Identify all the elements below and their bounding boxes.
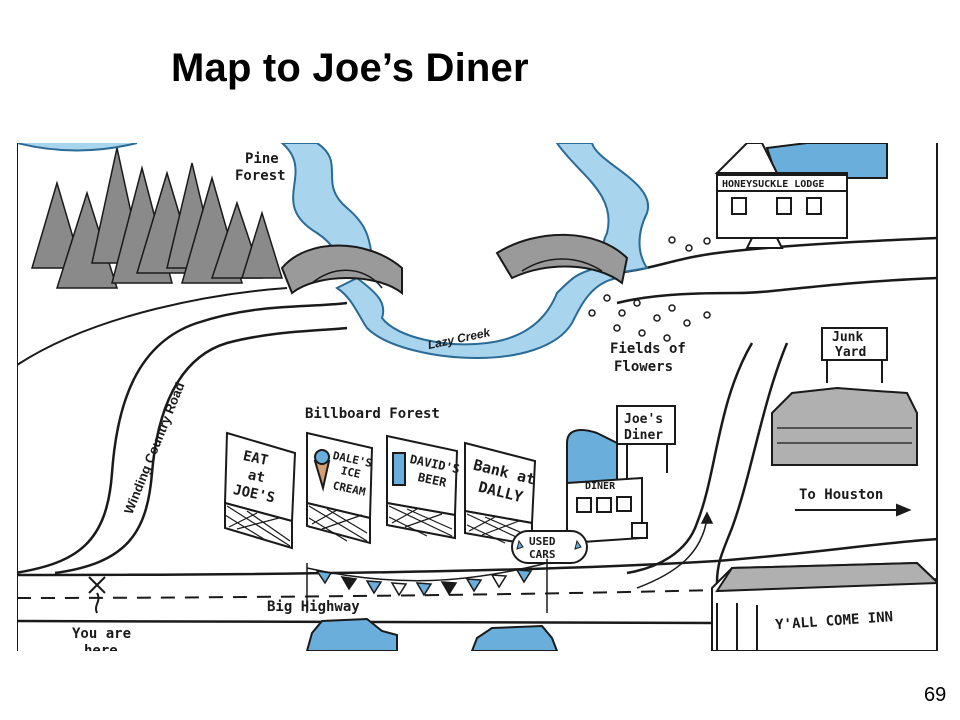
billboard-davids-beer (386, 434, 459, 540)
route-arrow (636, 511, 714, 589)
billboard-text: ICE (340, 464, 362, 481)
junk-yard-sign: Junk (832, 330, 863, 345)
fields-of-flowers-label: Fields of (610, 341, 686, 357)
flowers (588, 236, 711, 342)
billboard-forest-label: Billboard Forest (305, 406, 440, 422)
big-highway-label: Big Highway (267, 599, 360, 615)
page-number: 69 (924, 684, 947, 706)
to-houston-label: To Houston (799, 487, 883, 503)
pine-forest-label: Pine (245, 151, 279, 167)
billboard-text: EAT (241, 448, 269, 469)
joes-diner-sign-text: Diner (624, 428, 663, 443)
you-are-here-label: here (84, 643, 118, 651)
used-cars-sign-text: CARS (529, 548, 556, 561)
fields-of-flowers-label: Flowers (614, 359, 673, 375)
car-right (470, 624, 559, 651)
diner-roof-sign: DINER (585, 481, 616, 492)
map-illustration: Lazy Creek Pine Forest HONEYSUCKLE LODGE (17, 143, 938, 651)
billboard-dales-ice-cream (306, 431, 374, 545)
billboard-bank-at-dally (464, 441, 537, 547)
stone-bridge-right (495, 233, 629, 285)
honeysuckle-lodge-sign: HONEYSUCKLE LODGE (722, 179, 824, 190)
honeysuckle-lodge (714, 143, 888, 249)
used-cars-sign (511, 530, 588, 564)
junk-yard-sign: Yard (835, 345, 866, 360)
pine-forest (30, 147, 284, 289)
joes-diner-building (566, 429, 648, 545)
yall-come-inn (711, 561, 938, 651)
car-left (305, 617, 398, 651)
you-are-here-marker (88, 576, 106, 614)
billboard-text: at (246, 467, 266, 486)
slide-title: Map to Joe’s Diner (171, 46, 529, 90)
stone-bridge-left (280, 244, 403, 296)
you-are-here-label: You are (72, 626, 131, 642)
billboard-text: BEER (417, 470, 449, 490)
to-houston-arrow (795, 503, 912, 517)
bunting (306, 559, 548, 613)
billboard-eat-at-joes (223, 431, 297, 550)
junk-yard (771, 327, 918, 466)
joes-diner-sign-text: Joe's (624, 412, 663, 427)
used-cars-sign-text: USED (529, 535, 556, 548)
pine-forest-label: Forest (235, 168, 286, 184)
